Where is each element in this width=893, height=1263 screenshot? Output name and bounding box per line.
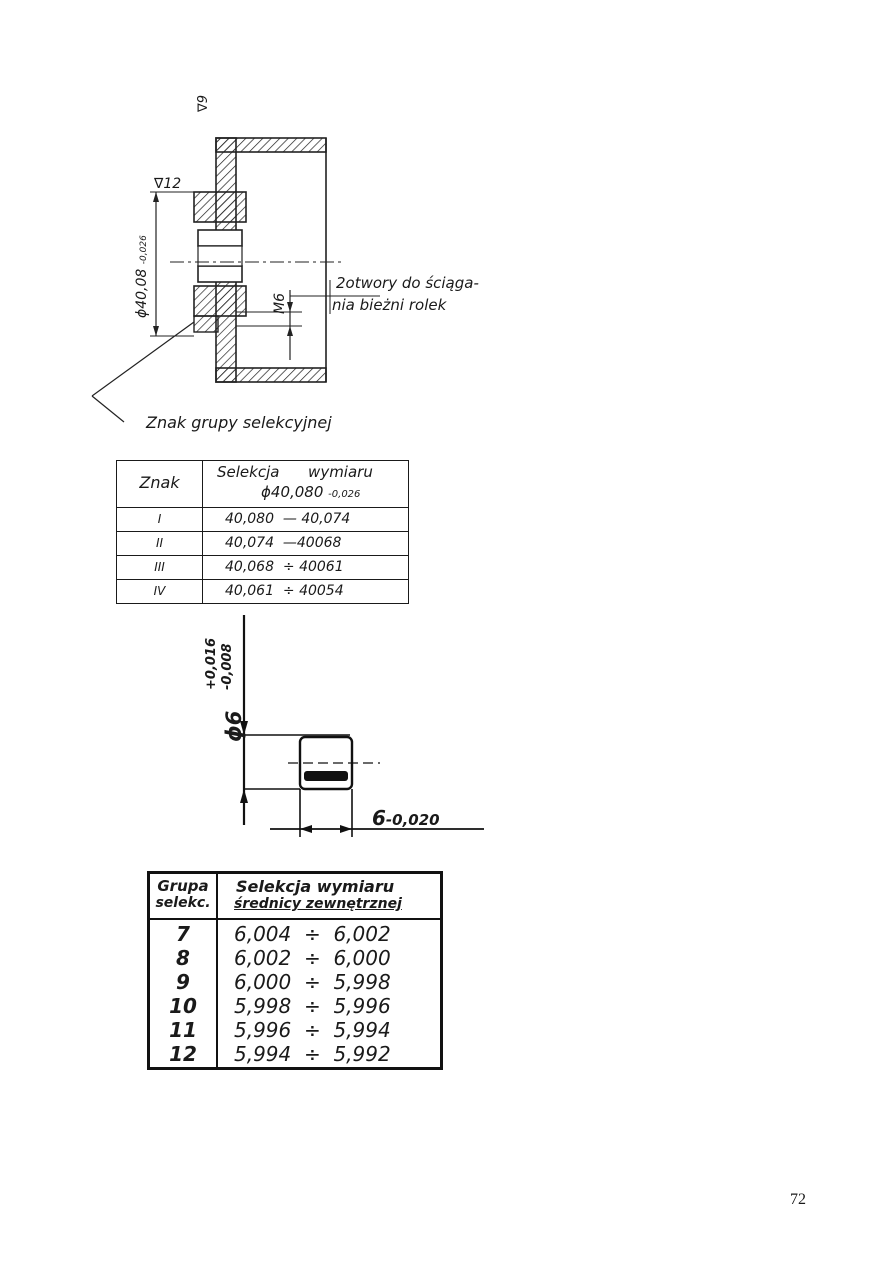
row-group: 10 xyxy=(169,994,197,1018)
header-selection-2: średnicy zewnętrznej xyxy=(234,896,402,912)
selection-table-2: Grupa selekc. Selekcja wymiaru średnicy … xyxy=(147,871,443,1070)
table-row: 11 5,996 ÷ 5,994 xyxy=(150,1018,440,1042)
row-range: 40,080 — 40,074 xyxy=(225,511,351,527)
row-range: 5,994 ÷ 5,992 xyxy=(234,1042,391,1066)
roller-drawing xyxy=(240,615,484,837)
table-row: 10 5,998 ÷ 5,996 xyxy=(150,994,440,1018)
row-range: 40,061 ÷ 40054 xyxy=(225,583,344,599)
row-range: 6,000 ÷ 5,998 xyxy=(234,970,391,994)
roller-width-tolerance: -0,020 xyxy=(385,811,440,829)
table-header: Grupa selekc. Selekcja wymiaru średnicy … xyxy=(150,874,440,920)
row-range: 6,002 ÷ 6,000 xyxy=(234,946,391,970)
table-row: 12 5,994 ÷ 5,992 xyxy=(150,1042,440,1066)
diameter-value: ϕ40,08 xyxy=(134,268,150,318)
row-mark: III xyxy=(154,560,165,574)
table-row: 7 6,004 ÷ 6,002 xyxy=(150,922,440,946)
table-row: III 40,068 ÷ 40061 xyxy=(117,555,408,580)
header-mark: Znak xyxy=(139,473,180,492)
selection-table-1: Znak Selekcja wymiaru ϕ40,080 -0,026 I 4… xyxy=(116,460,409,604)
row-group: 11 xyxy=(169,1018,197,1042)
drawing-caption: Znak grupy selekcyjnej xyxy=(146,413,332,432)
header-selection-1: Selekcja wymiaru xyxy=(236,877,395,896)
roller-width-value: 6 xyxy=(372,806,386,830)
row-group: 9 xyxy=(176,970,190,994)
header-dimension-tolerance: -0,026 xyxy=(328,489,361,500)
row-range: 5,998 ÷ 5,996 xyxy=(234,994,391,1018)
roller-width-label: 6-0,020 xyxy=(372,806,440,830)
bearing-housing-drawing xyxy=(91,137,380,423)
row-range: 40,068 ÷ 40061 xyxy=(225,559,344,575)
thread-label: M6 xyxy=(272,293,288,314)
header-selection: Selekcja wymiaru xyxy=(217,463,373,481)
roughness-left-label: ∇12 xyxy=(154,176,182,192)
roughness-top-label: ∇9 xyxy=(196,95,211,112)
header-dimension: ϕ40,080 -0,026 xyxy=(261,483,360,501)
table-row: 8 6,002 ÷ 6,000 xyxy=(150,946,440,970)
row-mark: II xyxy=(155,536,164,550)
row-group: 7 xyxy=(176,922,190,946)
roller-tolerance-upper: +0,016 xyxy=(204,637,219,690)
diameter-tolerance: -0,026 xyxy=(139,235,149,265)
table-row: I 40,080 — 40,074 xyxy=(117,507,408,532)
header-group-1: Grupa xyxy=(157,877,209,895)
roller-diameter-label: ϕ6 xyxy=(222,711,246,742)
row-mark: IV xyxy=(153,584,166,598)
page-number: 72 xyxy=(790,1191,806,1208)
table-row: 9 6,000 ÷ 5,998 xyxy=(150,970,440,994)
note-line-1: 2otwory do ściąga- xyxy=(336,274,479,292)
note-line-2: nia bieżni rolek xyxy=(332,296,447,314)
table-row: II 40,074 —40068 xyxy=(117,531,408,556)
diameter-dimension-label: ϕ40,08 -0,026 xyxy=(134,235,150,318)
row-range: 5,996 ÷ 5,994 xyxy=(234,1018,391,1042)
roller-diameter-value: ϕ6 xyxy=(222,710,246,742)
table-header: Znak Selekcja wymiaru ϕ40,080 -0,026 xyxy=(117,461,408,508)
header-group-2: selekc. xyxy=(155,895,211,911)
column-divider xyxy=(216,874,218,1067)
row-group: 12 xyxy=(169,1042,197,1066)
row-group: 8 xyxy=(176,946,190,970)
column-divider xyxy=(202,461,203,603)
row-range: 40,074 —40068 xyxy=(225,535,342,551)
roller-tolerance-lower: -0,008 xyxy=(220,643,235,690)
row-mark: I xyxy=(157,512,162,526)
table-row: IV 40,061 ÷ 40054 xyxy=(117,579,408,603)
header-dimension-value: ϕ40,080 xyxy=(261,483,324,501)
row-range: 6,004 ÷ 6,002 xyxy=(234,922,391,946)
